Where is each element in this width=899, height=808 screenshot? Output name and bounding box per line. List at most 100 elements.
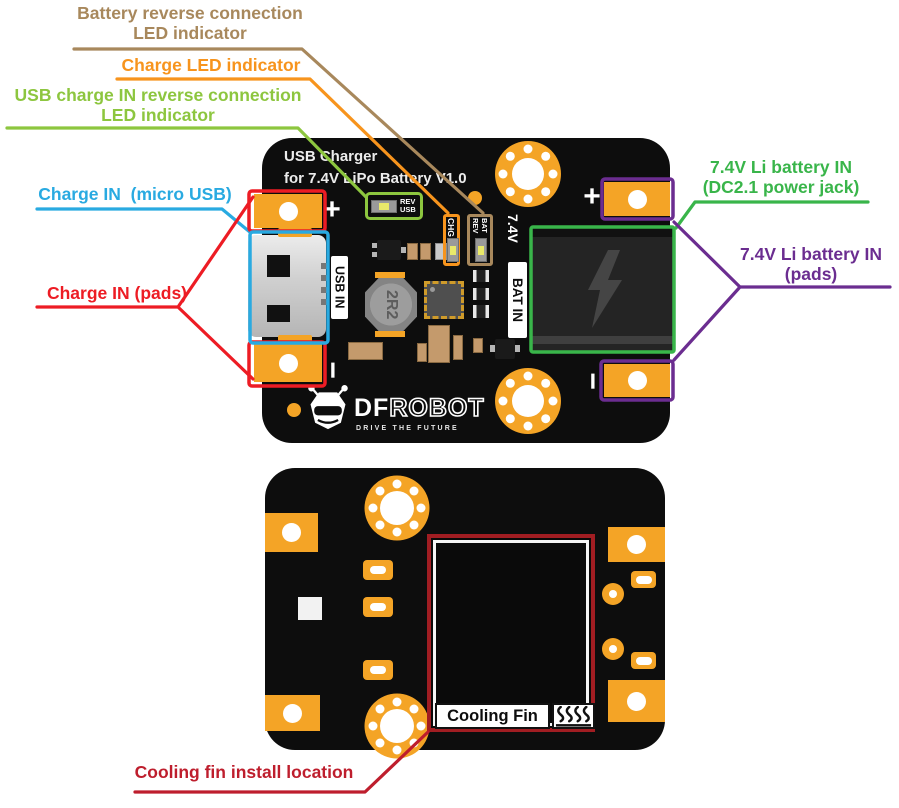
pad-hole <box>283 703 302 723</box>
board-title-line1: USB Charger <box>284 148 378 165</box>
transistor-leg <box>401 247 406 253</box>
callout-charge-led: Charge LED indicator <box>100 55 322 75</box>
callout-line: 7.4V Li battery IN <box>710 157 852 177</box>
callout-line: Charge LED indicator <box>121 55 301 75</box>
lightning-bolt-icon <box>588 250 622 328</box>
logo-robot: ROBOT <box>389 393 485 423</box>
usb-pin <box>321 287 328 293</box>
through-hole-pad <box>602 638 624 660</box>
diode-leg <box>515 345 520 352</box>
edge-pad <box>608 527 665 562</box>
pad-hole <box>278 201 298 221</box>
diode <box>495 339 515 359</box>
pad-hole <box>627 691 646 711</box>
led-core <box>478 245 484 255</box>
callout-line: Battery reverse connection <box>77 3 303 23</box>
transistor <box>377 240 401 260</box>
usb-solder-tab <box>278 335 312 344</box>
capacitor <box>453 335 463 360</box>
transistor-leg <box>372 243 377 248</box>
callout-line: (pads) <box>784 264 838 284</box>
capacitor <box>348 342 383 360</box>
pad-hole <box>278 353 298 373</box>
capacitor <box>473 338 483 353</box>
cooling-fin-area <box>427 534 595 732</box>
usb-pin <box>321 263 328 269</box>
capacitor <box>473 305 489 318</box>
edge-pad <box>608 680 665 722</box>
plus-marking: + <box>583 180 601 213</box>
callout-line: Charge IN (pads) <box>46 283 188 303</box>
logo-df: DF <box>354 394 390 422</box>
pad-slot <box>370 603 386 611</box>
usb-pin <box>321 275 328 281</box>
silk-rev-bat-line2: BAT <box>480 218 489 233</box>
minus-marking: − <box>576 372 609 390</box>
callout-line: (DC2.1 power jack) <box>702 177 860 197</box>
capacitor <box>428 325 450 363</box>
charge-in-pad-positive <box>254 194 322 228</box>
fiducial-dot <box>468 191 482 205</box>
callout-line: Cooling fin install location <box>134 762 354 782</box>
battery-power-jack <box>532 228 673 352</box>
heat-waves-icon <box>552 703 595 729</box>
pad-hole <box>282 523 301 542</box>
usb-solder-tab <box>278 228 312 237</box>
pad-hole <box>627 371 647 390</box>
rev-bat-led <box>475 238 487 262</box>
led-core <box>449 245 456 255</box>
mounting-hole <box>364 475 430 541</box>
usb-window <box>267 255 290 277</box>
mounting-hole <box>495 368 561 434</box>
plus-marking: + <box>323 193 341 226</box>
callout-usb-reverse-led: USB charge IN reverse connection LED ind… <box>8 85 308 125</box>
inductor-tab <box>375 331 405 337</box>
callout-line: LED indicator <box>101 105 215 125</box>
inductor-marking: 2R2 <box>383 289 400 320</box>
callout-charge-in-pads: Charge IN (pads) <box>17 283 217 303</box>
slot-pad <box>631 571 656 588</box>
resistor <box>420 243 431 260</box>
pad-hole <box>627 535 646 554</box>
rev-usb-led-group: REV USB <box>365 192 423 220</box>
edge-pad <box>265 695 320 731</box>
pad-slot <box>370 666 386 674</box>
silk-bat-in-prefix: 7.4V <box>505 214 521 243</box>
silk-rev-bat: REV BAT <box>471 218 489 233</box>
slot-pad <box>363 560 393 580</box>
charge-in-pad-negative <box>254 344 322 382</box>
pad-hole <box>609 590 617 598</box>
pad-slot <box>370 566 386 574</box>
minus-marking: − <box>316 361 349 379</box>
rev-usb-led <box>371 199 397 213</box>
rev-bat-led-group: REV BAT <box>467 214 493 266</box>
battery-in-pad-positive <box>604 182 670 216</box>
callout-cooling-fin-location: Cooling fin install location <box>128 762 360 782</box>
board-title-line2: for 7.4V LiPo Battery V1.0 <box>284 170 467 187</box>
pcb-front-view: USB Charger for 7.4V LiPo Battery V1.0 +… <box>248 138 673 443</box>
silk-bat-in-text: BAT IN <box>510 278 525 322</box>
dfrobot-logo-icon <box>308 385 348 430</box>
charger-ic-chip <box>424 281 464 319</box>
chg-led-group: CHG <box>443 214 460 266</box>
cooling-fin-label: Cooling Fin <box>435 703 550 729</box>
silk-rev-usb: REV USB <box>400 198 416 214</box>
silk-bat-in: BAT IN <box>508 262 527 338</box>
slot-pad <box>363 660 393 680</box>
capacitor <box>473 288 489 300</box>
slot-pad <box>363 597 393 617</box>
silk-usb-in: USB IN <box>331 256 348 319</box>
callout-battery-in-pads: 7.4V Li battery IN (pads) <box>720 244 899 284</box>
cooling-fin-inner-border <box>433 540 589 726</box>
pad-hole <box>627 189 647 209</box>
callout-line: USB charge IN reverse connection <box>14 85 302 105</box>
callout-line: Charge IN (micro USB) <box>38 184 232 204</box>
mounting-hole <box>495 141 561 207</box>
diode-leg <box>490 345 495 352</box>
mounting-hole <box>364 693 430 759</box>
leader-line-battery-pads <box>672 220 892 362</box>
silk-chg: CHG <box>446 218 456 237</box>
usb-window <box>267 305 290 322</box>
callout-battery-reverse-led: Battery reverse connection LED indicator <box>55 3 325 43</box>
usb-pin <box>321 299 328 305</box>
